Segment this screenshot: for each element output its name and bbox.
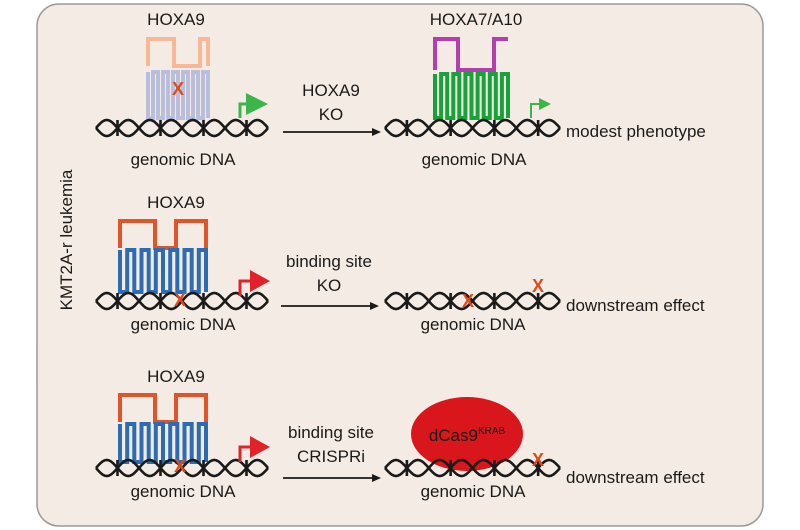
row1-outcome: modest phenotype [566, 122, 706, 141]
row1-right-protein-label: HOXA7/A10 [430, 10, 523, 29]
row1-arrow-label-1: HOXA9 [302, 81, 360, 100]
dna-strand [384, 458, 561, 478]
row2-arrow-label-1: binding site [286, 252, 372, 271]
row2-binding-site-x: X [174, 290, 186, 310]
row2-left-promoter-stem [238, 279, 250, 296]
row3-transition-arrowhead [372, 474, 381, 482]
row2-transition-arrowhead [370, 302, 379, 310]
row2-right-binding-site-x: X [462, 291, 474, 311]
row1-left-promoter-arrow [246, 93, 268, 115]
row2-left-protein-label: HOXA9 [147, 193, 205, 212]
row3-binding-site-x: X [174, 456, 186, 476]
dna-strand [95, 291, 269, 311]
row3-right-loss-x: X [532, 450, 544, 470]
row3-arrow-label-1: binding site [288, 423, 374, 442]
panel-background [36, 3, 764, 527]
row1-right-genomic-dna [384, 118, 561, 138]
row2-right-loss-x: X [532, 276, 544, 296]
row1-left-protein-label: HOXA9 [147, 10, 205, 29]
row2-outcome: downstream effect [566, 296, 705, 315]
side-label: KMT2A-r leukemia [57, 169, 76, 310]
row2-arrow-label-2: KO [317, 276, 342, 295]
row3-right-genomic-dna [384, 458, 561, 478]
row3-left-protein-label: HOXA9 [147, 367, 205, 386]
row3-left-promoter-stem [238, 445, 250, 462]
row2-left-promoter-arrow [250, 270, 270, 292]
row1-transition-arrowhead [372, 128, 381, 136]
dna-strand [95, 118, 269, 138]
dna-strand [384, 118, 561, 138]
row1-left-promoter-stem [238, 102, 246, 118]
row3-left-promoter-arrow [250, 436, 270, 458]
dna-strand [95, 458, 269, 478]
row2-hoxa9-top-domain [118, 219, 208, 250]
dcas9-label: dCas9KRAB [429, 426, 506, 445]
row1-hoxa10-bottom-domain [433, 72, 510, 120]
row1-right-promoter-stem [530, 103, 539, 118]
row1-right-dna-label: genomic DNA [422, 150, 528, 169]
row1-arrow-label-2: KO [319, 105, 344, 124]
row-3: HOXA9 X genomic DNA binding site CRISPRi… [95, 367, 705, 501]
row1-knockout-x: X [172, 79, 184, 99]
row2-left-dna-label: genomic DNA [131, 315, 237, 334]
row1-left-genomic-dna [95, 118, 269, 138]
row3-hoxa9-bottom-domain [118, 422, 208, 464]
row1-hoxa7-top-domain [433, 37, 508, 72]
row2-hoxa9-bottom-domain [118, 248, 208, 294]
row2-right-dna-label: genomic DNA [421, 315, 527, 334]
row1-hoxa9-top-domain [146, 37, 210, 68]
row-2: HOXA9 X genomic DNA binding site KO X X … [95, 193, 705, 334]
row3-outcome: downstream effect [566, 468, 705, 487]
row3-left-dna-label: genomic DNA [131, 482, 237, 501]
row3-arrow-label-2: CRISPRi [297, 447, 365, 466]
row1-right-promoter-arrow [539, 98, 551, 110]
row3-right-dna-label: genomic DNA [421, 482, 527, 501]
row2-right-genomic-dna [384, 291, 561, 311]
row3-hoxa9-top-domain [118, 393, 208, 424]
row1-left-dna-label: genomic DNA [131, 150, 237, 169]
row-1: HOXA9 X genomic DNA HOXA9 KO HOXA7/A10 g… [95, 10, 706, 169]
row1-hoxa9-bottom-domain [146, 70, 210, 120]
dcas9-krab-protein [411, 397, 523, 471]
dcas9-superscript: KRAB [478, 426, 506, 437]
dna-strand [384, 291, 561, 311]
